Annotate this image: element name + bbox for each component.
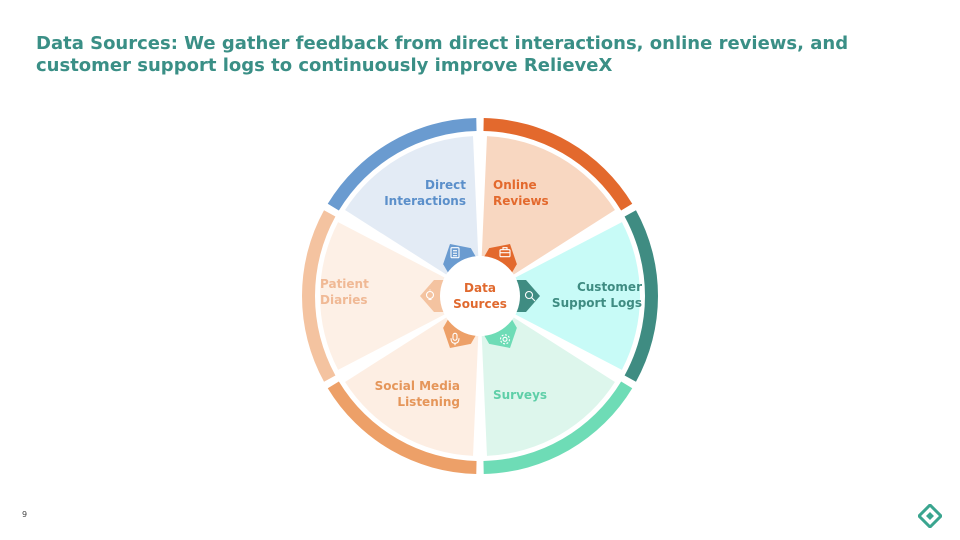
center-label-line1: Data [464, 281, 496, 295]
label-line2: Listening [397, 395, 460, 409]
wedge-layer [320, 136, 640, 456]
arc-patient-diaries [302, 210, 336, 382]
label-line1: Customer [577, 280, 642, 294]
lightbulb-icon [425, 289, 435, 301]
wedge-patient-diaries [320, 222, 445, 370]
gear-icon [499, 334, 511, 345]
clipboard-icon [450, 247, 460, 259]
label-line2: Support Logs [552, 296, 642, 310]
slide-title: Data Sources: We gather feedback from di… [36, 33, 849, 76]
label-surveys: Surveys [493, 388, 547, 402]
briefcase-icon [499, 247, 511, 258]
label-line1: Direct [425, 178, 466, 192]
microphone-icon [450, 332, 460, 346]
center-label-line2: Sources [453, 297, 507, 311]
wedge-online-reviews [481, 136, 615, 275]
outer-arc-layer [302, 118, 658, 474]
label-line1: Patient [320, 277, 369, 291]
label-line2: Diaries [320, 293, 367, 307]
label-line2: Reviews [493, 194, 549, 208]
label-line1: Online [493, 178, 537, 192]
center-circle [440, 256, 520, 336]
diamond-logo-icon [918, 504, 942, 528]
label-line1: Surveys [493, 388, 547, 402]
wedge-surveys [481, 317, 615, 456]
label-line2: Interactions [384, 194, 466, 208]
arc-surveys [483, 381, 633, 474]
arc-online-reviews [483, 118, 633, 211]
wedge-customer-support-logs [515, 222, 640, 370]
arc-customer-support-logs [624, 210, 658, 382]
arc-social-media-listening [327, 381, 477, 474]
label-line1: Social Media [375, 379, 460, 393]
wedge-direct-interactions [345, 136, 479, 275]
page-number: 9 [22, 510, 28, 519]
magnifier-icon [524, 290, 536, 302]
wedge-social-media-listening [345, 317, 479, 456]
arc-direct-interactions [327, 118, 477, 211]
